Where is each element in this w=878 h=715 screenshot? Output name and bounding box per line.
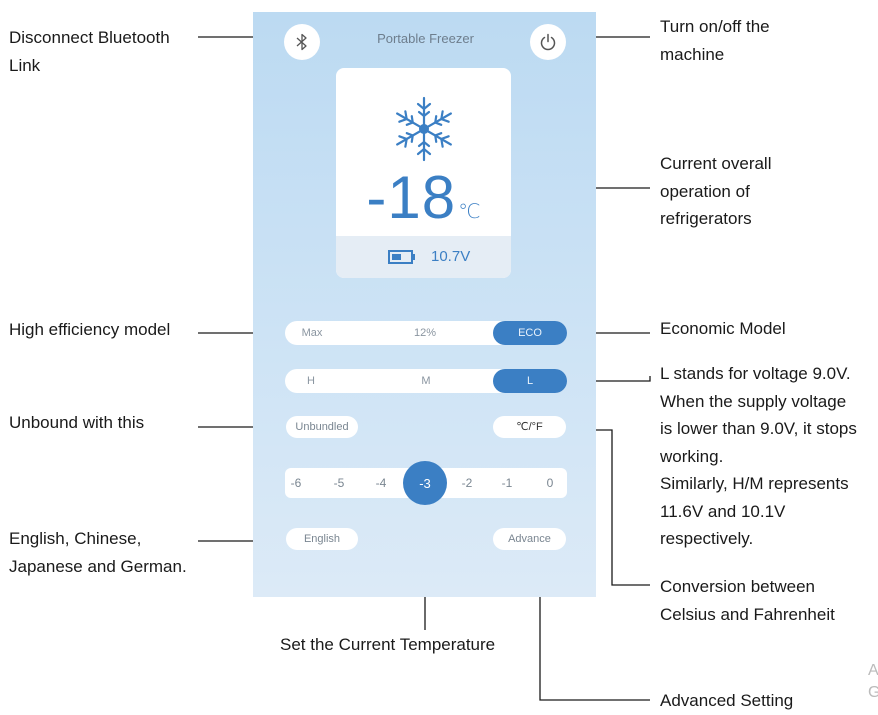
- temp-option[interactable]: -1: [501, 476, 513, 490]
- power-icon: [540, 33, 556, 51]
- language-button[interactable]: English: [286, 528, 358, 550]
- annotation-power: Turn on/off the machine: [660, 13, 770, 68]
- snowflake-icon: [393, 96, 455, 162]
- watermark: A G: [868, 660, 878, 704]
- annotation-line: When the supply voltage: [660, 391, 847, 411]
- annotation-line: Turn on/off the: [660, 17, 770, 36]
- temperature-display: -18℃: [336, 163, 511, 232]
- temp-option[interactable]: 0: [546, 476, 554, 490]
- annotation-line: Conversion between: [660, 577, 815, 596]
- annotation-line: Link: [9, 55, 41, 75]
- watermark-line: A: [868, 662, 878, 679]
- bluetooth-icon: [296, 33, 307, 51]
- annotation-line: working.: [660, 446, 724, 466]
- voltage-h[interactable]: H: [307, 375, 315, 387]
- unit-toggle-button[interactable]: ℃/°F: [493, 416, 566, 438]
- annotation-line: machine: [660, 44, 725, 64]
- annotation-line: Celsius and Fahrenheit: [660, 604, 835, 624]
- temp-option[interactable]: -4: [375, 476, 387, 490]
- temp-option[interactable]: -6: [290, 476, 302, 490]
- annotation-line: L stands for voltage 9.0V.: [660, 364, 851, 383]
- temperature-unit: ℃: [458, 201, 481, 223]
- annotation-line: operation of: [660, 181, 750, 201]
- annotation-languages: English, Chinese, Japanese and German.: [9, 525, 187, 580]
- annotation-line: 11.6V and 10.1V: [660, 501, 786, 521]
- advance-button[interactable]: Advance: [493, 528, 566, 550]
- bluetooth-button[interactable]: [284, 24, 320, 60]
- annotation-line: refrigerators: [660, 209, 752, 228]
- annotation-voltage-l: L stands for voltage 9.0V. When the supp…: [660, 360, 857, 553]
- annotation-advanced: Advanced Setting: [660, 691, 794, 710]
- status-card: -18℃ 10.7V: [336, 68, 511, 278]
- temperature-value: -18: [366, 164, 457, 231]
- annotation-high-efficiency: High efficiency model: [9, 320, 171, 339]
- annotation-unbound: Unbound with this: [9, 413, 145, 432]
- voltage-strip: 10.7V: [336, 236, 511, 278]
- mode-eco[interactable]: ECO: [493, 321, 567, 345]
- voltage-value: 10.7V: [431, 248, 471, 265]
- voltage-selector[interactable]: H M L: [285, 369, 567, 393]
- annotation-line: Current overall: [660, 154, 772, 173]
- unbundled-button[interactable]: Unbundled: [286, 416, 358, 438]
- temp-option[interactable]: -2: [461, 476, 473, 490]
- annotation-line: English, Chinese,: [9, 529, 142, 548]
- watermark-line: G: [868, 684, 878, 701]
- temp-option[interactable]: -5: [333, 476, 345, 490]
- annotation-line: Disconnect Bluetooth: [9, 28, 170, 47]
- annotation-line: Similarly, H/M represents: [660, 474, 849, 493]
- app-screen: Portable Freezer -18℃: [253, 12, 596, 597]
- annotation-line: is lower than 9.0V, it stops: [660, 419, 857, 438]
- annotation-line: Japanese and German.: [9, 556, 187, 576]
- annotation-conversion: Conversion between Celsius and Fahrenhei…: [660, 573, 835, 628]
- voltage-l[interactable]: L: [493, 369, 567, 393]
- app-title: Portable Freezer: [377, 31, 474, 46]
- mode-max[interactable]: Max: [301, 327, 323, 339]
- annotation-set-temperature: Set the Current Temperature: [280, 635, 496, 654]
- annotation-overall: Current overall operation of refrigerato…: [660, 150, 772, 233]
- voltage-m[interactable]: M: [421, 375, 431, 387]
- annotation-line: respectively.: [660, 529, 754, 548]
- temperature-knob[interactable]: -3: [403, 461, 447, 505]
- annotation-economic: Economic Model: [660, 319, 786, 338]
- battery-icon: [388, 250, 415, 264]
- mode-percent: 12%: [413, 327, 437, 339]
- mode-selector[interactable]: Max 12% ECO: [285, 321, 567, 345]
- annotation-bluetooth: Disconnect Bluetooth Link: [9, 24, 170, 79]
- power-button[interactable]: [530, 24, 566, 60]
